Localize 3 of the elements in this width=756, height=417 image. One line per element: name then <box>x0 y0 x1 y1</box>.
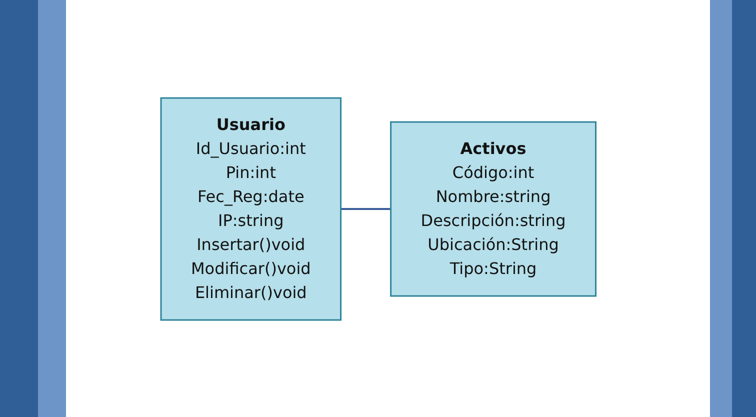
node-box: Usuario Id_Usuario:int Pin:int Fec_Reg:date IP:string Insertar()void Modificar()void Eliminar()void <box>160 96 342 320</box>
node-box: Activos Código:int Nombre:string Descripción:string Ubicación:String Tipo:String <box>390 120 596 296</box>
connector <box>340 208 390 210</box>
